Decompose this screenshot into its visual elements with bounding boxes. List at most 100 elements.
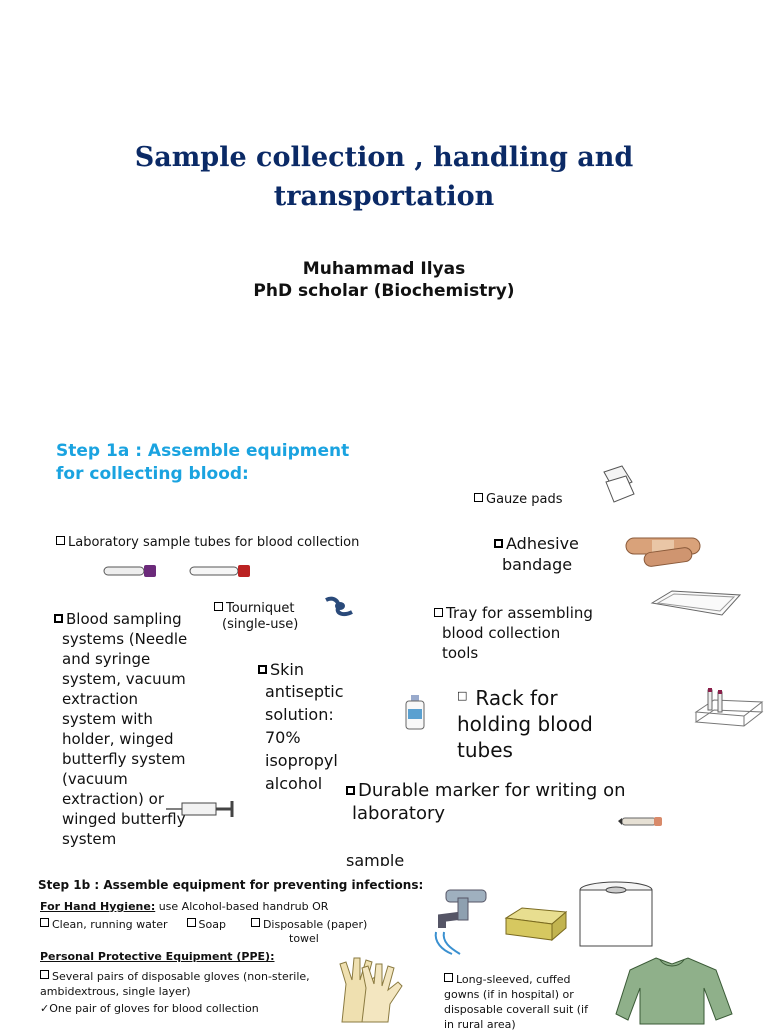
sampling-line: system with [62,710,153,728]
bullet-box-icon [56,536,65,545]
option-soap: Soap [198,918,226,931]
gown-line-2: gowns (if in hospital) or [444,988,574,1001]
gloves-row-1: Several pairs of disposable gloves (non-… [40,970,310,983]
checkbox-icon [444,973,453,982]
hand-hygiene-row: For Hand Hygiene: use Alcohol-based hand… [40,900,328,913]
ppe-label: Personal Protective Equipment (PPE): [40,950,275,963]
tourniquet-line-2: (single-use) [222,617,299,632]
rack-line: tubes [457,738,513,762]
water-tap-icon [434,889,487,955]
sampling-line: holder, winged [62,730,174,748]
tray-line-2: blood collection [442,624,561,642]
sampling-line: butterfly system [62,750,186,768]
item-rack: □Rack for holding blood tubes [457,683,593,763]
sampling-line: extraction) or [62,790,165,808]
step-1a-line-2: for collecting blood: [56,464,249,484]
item-antiseptic: Skin antiseptic solution: 70% isopropyl … [258,659,344,795]
gloves-line-1: Several pairs of disposable gloves (non-… [52,970,310,983]
bandage-icon [625,537,701,567]
sampling-line: winged butterfly [62,810,186,828]
gown-block: Long-sleeved, cuffed gowns (if in hospit… [444,972,588,1032]
item-marker: Durable marker for writing on laboratory [346,779,626,825]
sampling-line: and syringe [62,650,151,668]
option-towel-line-1: Disposable (paper) [262,918,368,931]
step-1a-line-1: Step 1a : Assemble equipment [56,441,350,461]
antiseptic-line: alcohol [265,774,323,793]
bullet-box-icon [494,539,503,548]
antiseptic-line: isopropyl [265,751,338,770]
item-tray: Tray for assembling blood collection too… [434,603,593,663]
gown-line-4: in rural area) [444,1018,516,1031]
tray-line-1: Tray for assembling [446,604,593,622]
marker-line-1: Durable marker for writing on [358,780,626,801]
gauze-icon [603,465,635,503]
item-gauze-label: Gauze pads [486,492,563,507]
antiseptic-line: solution: [265,705,334,724]
adhesive-line-2: bandage [502,555,573,574]
bullet-box-icon [214,602,223,611]
step-1a-heading: Step 1a : Assemble equipment for collect… [56,440,416,486]
tourniquet-icon [325,596,353,617]
step-1b-heading: Step 1b : Assemble equipment for prevent… [38,878,424,892]
checkmark-icon: ✓ [40,1002,50,1015]
bullet-box-icon [346,786,355,795]
bullet-box-icon [434,608,443,617]
bullet-box-icon: □ [457,689,468,702]
marker-line-2: laboratory [352,803,446,824]
hand-hygiene-label: For Hand Hygiene: [40,900,156,913]
paper-towel-icon [579,881,653,947]
gown-line-1: Long-sleeved, cuffed [456,973,571,986]
sample-tubes-icon [103,565,250,577]
slide-title: Sample collection , handling and transpo… [0,138,768,216]
step-1b-panel: Step 1b : Assemble equipment for prevent… [36,874,736,1031]
hand-options: Clean, running water Soap Disposable (pa… [40,918,367,931]
soap-icon [504,907,568,942]
gloves-line-2: ambidextrous, single layer) [40,985,191,998]
author-name: Muhammad Ilyas [302,259,466,279]
tray-line-3: tools [442,644,479,662]
hand-hygiene-text: use Alcohol-based handrub OR [155,900,329,913]
item-gauze: Gauze pads [474,492,562,508]
item-blood-sampling: Blood sampling systems (Needle and syrin… [54,609,224,849]
gloves-pair-row: ✓One pair of gloves for blood collection [40,1002,259,1015]
sampling-line: systems (Needle [62,630,188,648]
sampling-line: extraction [62,690,139,708]
adhesive-line-1: Adhesive [506,534,579,553]
option-water: Clean, running water [52,918,168,931]
gown-icon [615,957,733,1025]
rack-line: holding blood [457,712,593,736]
item-tubes: Laboratory sample tubes for blood collec… [56,535,359,551]
antiseptic-line: Skin [270,660,305,679]
sampling-line: system, vacuum [62,670,186,688]
antiseptic-line: 70% [265,728,301,747]
checkbox-icon [250,918,260,927]
syringe-icon [166,801,234,817]
item-adhesive: Adhesive bandage [494,533,579,575]
antiseptic-bottle-icon [405,695,425,730]
tube-rack-icon [694,688,764,727]
author-role: PhD scholar (Biochemistry) [253,281,515,301]
gloves-icon [339,957,403,1023]
tray-icon [650,590,742,616]
marker-line-3: sample [346,851,405,866]
marker-pen-icon [618,817,662,826]
bullet-box-icon [54,614,63,623]
title-line-2: transportation [273,181,495,212]
bullet-box-icon [474,493,483,502]
item-tubes-label: Laboratory sample tubes for blood collec… [68,535,360,550]
author-block: Muhammad Ilyas PhD scholar (Biochemistry… [0,258,768,302]
checkbox-icon [186,918,196,927]
sampling-line: (vacuum [62,770,128,788]
item-tourniquet: Tourniquet (single-use) [214,601,298,633]
title-line-1: Sample collection , handling and [134,142,634,173]
gloves-pair-text: One pair of gloves for blood collection [49,1002,259,1015]
gown-line-3: disposable coverall suit (if [444,1003,588,1016]
antiseptic-line: antiseptic [265,682,344,701]
tourniquet-line-1: Tourniquet [226,601,295,616]
bullet-box-icon [258,665,267,674]
sampling-line: Blood sampling [66,610,182,628]
checkbox-icon [40,970,49,979]
checkbox-icon [40,918,49,927]
sampling-line: system [62,830,117,848]
option-towel-line-2: towel [289,932,319,945]
